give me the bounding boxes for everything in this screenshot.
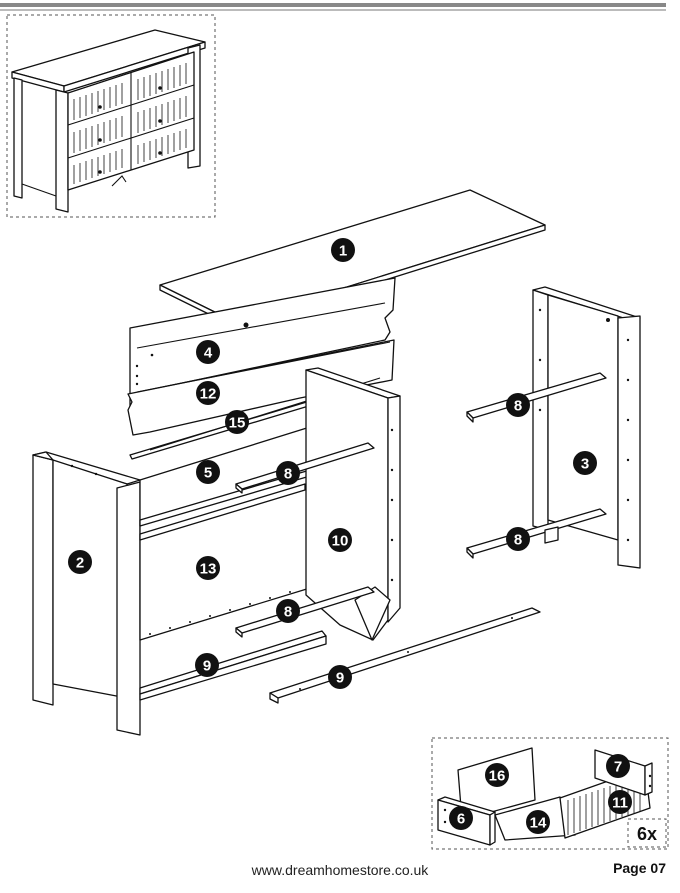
part-badge-1: 1 — [331, 238, 355, 262]
svg-text:15: 15 — [229, 415, 246, 432]
part-badge-16: 16 — [485, 763, 509, 787]
part-3-right-side — [532, 286, 641, 569]
part-badge-7: 7 — [606, 754, 630, 778]
part-8-runner-left-top — [235, 442, 375, 494]
drawer-quantity-label: 6x — [637, 824, 657, 844]
part-badge-3: 3 — [573, 451, 597, 475]
part-badge-13: 13 — [196, 556, 220, 580]
part-9-rail-loose — [269, 607, 541, 704]
footer-website: www.dreamhomestore.co.uk — [251, 862, 429, 878]
svg-text:9: 9 — [336, 670, 344, 687]
part-badge-5: 5 — [196, 460, 220, 484]
svg-text:10: 10 — [332, 533, 349, 550]
completed-dresser-illustration — [11, 29, 206, 213]
part-badge-10: 10 — [328, 528, 352, 552]
part-badge-8-left-bottom: 8 — [276, 599, 300, 623]
svg-text:8: 8 — [514, 532, 522, 549]
part-10-center-divider — [305, 367, 401, 641]
svg-text:1: 1 — [339, 243, 347, 260]
part-badge-8-right-bottom: 8 — [506, 527, 530, 551]
part-badge-12: 12 — [196, 381, 220, 405]
part-8-runner-right-bottom — [466, 508, 607, 559]
svg-text:8: 8 — [284, 466, 292, 483]
part-2-left-side — [32, 451, 141, 736]
header-rule — [0, 3, 666, 11]
part-8-runner-right-top — [466, 372, 607, 423]
part-badge-4: 4 — [196, 340, 220, 364]
part-badge-14: 14 — [526, 810, 550, 834]
svg-text:8: 8 — [514, 398, 522, 415]
svg-text:11: 11 — [612, 795, 628, 812]
part-badge-15: 15 — [225, 410, 249, 434]
svg-text:13: 13 — [200, 561, 217, 578]
svg-text:3: 3 — [581, 456, 589, 473]
part-badge-8-right-top: 8 — [506, 393, 530, 417]
preview-box — [6, 14, 216, 218]
part-badge-9-loose: 9 — [328, 665, 352, 689]
part-badge-6: 6 — [449, 806, 473, 830]
part-8-runner-left-bottom — [235, 586, 375, 638]
part-4-back-panel — [127, 277, 396, 436]
drawer-inset-box: 6x — [431, 737, 669, 850]
part-3-bracket — [544, 526, 559, 544]
svg-text:6: 6 — [457, 811, 465, 828]
part-badge-8-left-top: 8 — [276, 461, 300, 485]
svg-text:8: 8 — [284, 604, 292, 621]
svg-text:5: 5 — [204, 465, 212, 482]
svg-text:2: 2 — [76, 555, 84, 572]
svg-text:12: 12 — [200, 386, 217, 403]
part-badge-11: 11 — [608, 790, 632, 814]
part-badge-9-front: 9 — [195, 653, 219, 677]
svg-text:7: 7 — [614, 759, 622, 776]
svg-text:14: 14 — [530, 815, 547, 832]
svg-text:9: 9 — [203, 658, 211, 675]
part-9-rail-front — [139, 630, 327, 701]
svg-text:4: 4 — [204, 345, 213, 362]
footer-page-number: Page 07 — [613, 860, 666, 876]
svg-text:16: 16 — [489, 768, 506, 785]
part-badge-2: 2 — [68, 550, 92, 574]
